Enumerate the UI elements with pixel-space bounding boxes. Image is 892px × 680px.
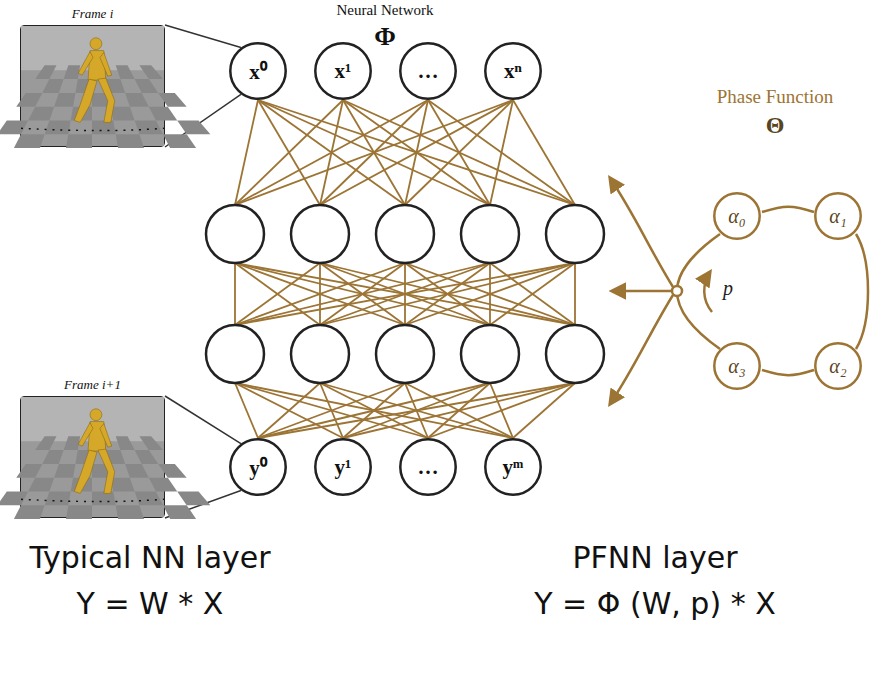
phase-arrow-down xyxy=(610,295,673,404)
frame-label: Frame i xyxy=(72,6,114,22)
weight-line xyxy=(235,263,490,325)
weight-line xyxy=(235,263,490,325)
weight-line xyxy=(235,263,575,325)
weight-line xyxy=(235,263,405,325)
hidden-neuron xyxy=(291,325,349,383)
alpha-label: α₁ xyxy=(829,205,846,228)
phase-control-point: α₀ xyxy=(713,192,761,240)
weight-line xyxy=(235,383,428,438)
neuron: x⁰ xyxy=(229,42,287,100)
weight-line xyxy=(405,100,513,205)
weight-line xyxy=(235,100,343,205)
neuron-label: x¹ xyxy=(335,59,352,84)
formula: Y = W * X xyxy=(77,586,224,621)
weight-line xyxy=(235,100,428,205)
character-frame xyxy=(21,26,164,146)
frame-image: Frame i+1 xyxy=(20,396,165,518)
ring-bottom xyxy=(762,370,814,375)
weight-line xyxy=(235,383,258,438)
neuron: yᵐ xyxy=(484,438,542,496)
hidden-neuron xyxy=(376,325,434,383)
weight-line xyxy=(258,100,575,205)
hidden-neuron xyxy=(206,325,264,383)
weight-line xyxy=(320,263,575,325)
caption-text: Typical NN layer xyxy=(29,540,270,575)
caption-text: PFNN layer xyxy=(572,540,737,575)
phase-dot xyxy=(672,286,682,296)
phase-variable: p xyxy=(723,277,733,300)
weight-line xyxy=(513,383,575,438)
weight-line xyxy=(343,383,575,438)
hidden-neurons xyxy=(206,205,604,383)
neuron: … xyxy=(399,438,457,496)
formula: Y = Φ (W, p) * X xyxy=(534,586,776,621)
neuron-label: … xyxy=(418,59,439,84)
weight-line xyxy=(574,263,576,325)
weight-line xyxy=(234,263,236,325)
character-frame xyxy=(21,397,164,517)
neuron-label: xⁿ xyxy=(504,59,522,84)
alpha-label: α₀ xyxy=(728,205,745,228)
alpha-label: α₂ xyxy=(829,355,846,378)
weight-line xyxy=(428,100,575,205)
layer-connections xyxy=(235,100,575,438)
weight-line xyxy=(513,100,575,205)
phase-arrow xyxy=(704,272,712,312)
hidden-neuron xyxy=(461,205,519,263)
hidden-neuron xyxy=(461,325,519,383)
weight-line xyxy=(490,263,575,325)
neuron-label: … xyxy=(418,455,439,480)
neuron-label: y¹ xyxy=(335,455,352,480)
zoom-connector xyxy=(165,25,241,147)
weight-line xyxy=(343,100,575,205)
network-symbol: Φ xyxy=(374,22,396,52)
neuron: y⁰ xyxy=(229,438,287,496)
weight-line xyxy=(258,383,575,438)
zoom-connector xyxy=(165,396,241,518)
hidden-neuron xyxy=(206,205,264,263)
phase-symbol: Θ xyxy=(766,112,785,139)
ring-left xyxy=(677,234,720,349)
phase-control-point: α₂ xyxy=(814,342,862,390)
weight-line xyxy=(235,100,258,205)
alpha-label: α₃ xyxy=(728,355,745,378)
neuron-label: y⁰ xyxy=(249,453,267,481)
phase-arrow-mid xyxy=(612,290,671,293)
weight-line xyxy=(405,263,575,325)
ring-top xyxy=(762,207,814,212)
neuron-label: yᵐ xyxy=(503,455,524,480)
weight-line xyxy=(258,383,405,438)
weight-line xyxy=(235,263,320,325)
weight-line xyxy=(490,100,513,205)
weight-line xyxy=(320,263,575,325)
weight-line xyxy=(235,263,575,325)
weight-line xyxy=(428,383,575,438)
neuron: y¹ xyxy=(314,438,372,496)
frame-label: Frame i+1 xyxy=(64,377,121,393)
hidden-neuron xyxy=(546,325,604,383)
weight-line xyxy=(235,263,320,325)
ring-right xyxy=(856,234,868,349)
weight-line xyxy=(405,263,575,325)
neuron: … xyxy=(399,42,457,100)
weight-line xyxy=(235,263,405,325)
neuron: xⁿ xyxy=(484,42,542,100)
hidden-neuron xyxy=(546,205,604,263)
weight-line xyxy=(320,100,513,205)
weight-line xyxy=(235,100,513,205)
frame-image: Frame i xyxy=(20,25,165,147)
network-title: Neural Network xyxy=(336,2,433,19)
phase-control-point: α₁ xyxy=(814,192,862,240)
phase-ring xyxy=(610,178,868,404)
hidden-neuron xyxy=(376,205,434,263)
neuron: x¹ xyxy=(314,42,372,100)
neuron-label: x⁰ xyxy=(249,57,267,85)
phase-title: Phase Function xyxy=(717,86,834,108)
hidden-neuron xyxy=(291,205,349,263)
weight-line xyxy=(490,263,575,325)
phase-arrow-up xyxy=(610,178,673,287)
phase-control-point: α₃ xyxy=(713,342,761,390)
